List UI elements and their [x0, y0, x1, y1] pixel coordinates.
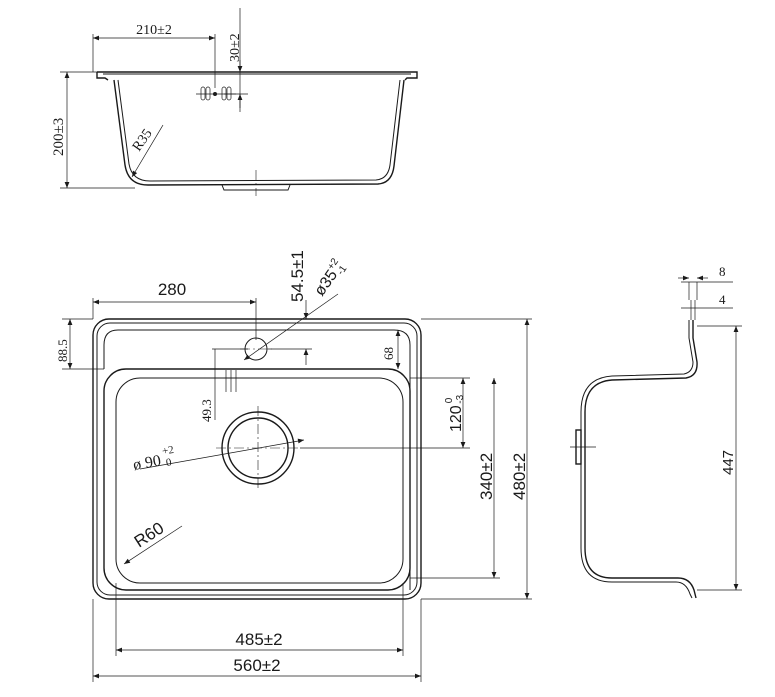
section-profile [584, 320, 698, 599]
dim-tap-hole-x: 280 [158, 280, 186, 299]
dim-side-radius: R35 [130, 127, 156, 155]
overflow-slots [196, 86, 236, 101]
section-view: 8 4 447 [570, 264, 742, 599]
dim-side-hole-height: 30±2 [228, 33, 243, 62]
dim-bowl-radius: R60 [131, 518, 168, 551]
top-rim-outer [92, 318, 422, 600]
dim-overall-length: 480±2 [510, 453, 529, 500]
dim-overall-width: 560±2 [233, 656, 280, 675]
dim-bowl-width: 485±2 [235, 630, 282, 649]
dim-drain-diameter: ø 90+20 [131, 444, 177, 475]
dim-section-height: 447 [720, 450, 737, 475]
dim-tap-hole-diameter: ø35+2-1 [310, 256, 351, 301]
dim-back-ledge: 88.5 [55, 339, 70, 362]
dim-drain-center: 1200-3 [444, 394, 466, 432]
top-view: 280 54.5±1 ø35+2-1 88.5 68 [55, 250, 532, 682]
top-bowl [103, 368, 411, 591]
dim-lip: 4 [719, 292, 726, 307]
dim-ledge-inner: 68 [381, 347, 396, 360]
dim-side-width: 210±2 [136, 23, 172, 38]
side-view: 210±2 30±2 200±3 R35 [51, 8, 418, 196]
dim-bowl-length: 340±2 [477, 453, 496, 500]
side-bowl [113, 79, 405, 186]
dim-tap-hole-y: 54.5±1 [288, 250, 307, 302]
dim-drain-offset: 49.3 [199, 399, 214, 422]
dim-rim-thickness: 8 [719, 264, 726, 279]
dim-side-depth: 200±3 [51, 118, 67, 156]
side-rim [96, 71, 418, 81]
